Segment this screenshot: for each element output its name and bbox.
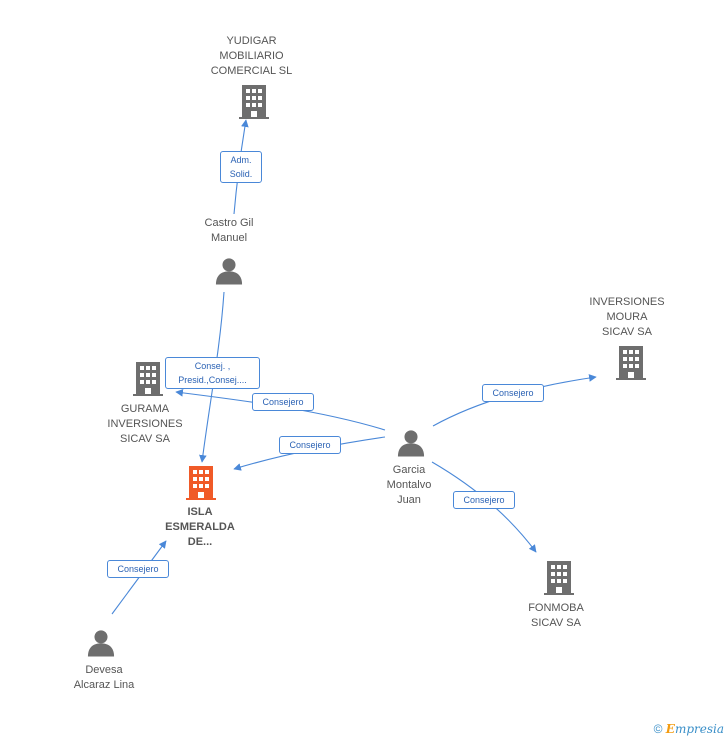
edge-label-castro-isla[interactable]: Consej. , Presid.,Consej.... [165, 357, 260, 389]
edge-label-devesa-isla[interactable]: Consejero [107, 560, 169, 578]
node-label-garcia[interactable]: Garcia Montalvo Juan [386, 464, 432, 506]
building-icon-isla[interactable] [186, 466, 216, 500]
edge-label-garcia-fonmoba[interactable]: Consejero [453, 491, 515, 509]
person-icon-devesa[interactable] [87, 630, 115, 657]
copyright-symbol: © [653, 722, 663, 736]
node-label-isla[interactable]: ISLA ESMERALDA DE... [165, 506, 235, 548]
person-icon-castro[interactable] [215, 258, 243, 285]
brand-logo-letter: E [665, 722, 675, 736]
edge-label-garcia-moura[interactable]: Consejero [482, 384, 544, 402]
node-label-gurama[interactable]: GURAMA INVERSIONES SICAV SA [107, 403, 183, 445]
building-icon-fonmoba[interactable] [544, 561, 574, 595]
edge-label-castro-yudigar[interactable]: Adm. Solid. [220, 151, 262, 183]
node-label-castro[interactable]: Castro Gil Manuel [204, 217, 254, 244]
edge-label-garcia-isla[interactable]: Consejero [279, 436, 341, 454]
building-icon-yudigar[interactable] [239, 85, 269, 119]
node-label-moura[interactable]: INVERSIONES MOURA SICAV SA [589, 296, 665, 338]
node-label-fonmoba[interactable]: FONMOBA SICAV SA [528, 602, 584, 629]
building-icon-gurama[interactable] [133, 362, 163, 396]
node-label-devesa[interactable]: Devesa Alcaraz Lina [73, 664, 135, 691]
building-icon-moura[interactable] [616, 346, 646, 380]
brand-footer: © Empresia [654, 722, 724, 736]
person-icon-garcia[interactable] [397, 430, 425, 457]
brand-logo-text: mpresia [674, 722, 724, 736]
node-label-yudigar[interactable]: YUDIGAR MOBILIARIO COMERCIAL SL [210, 35, 293, 77]
edge-label-garcia-gurama[interactable]: Consejero [252, 393, 314, 411]
